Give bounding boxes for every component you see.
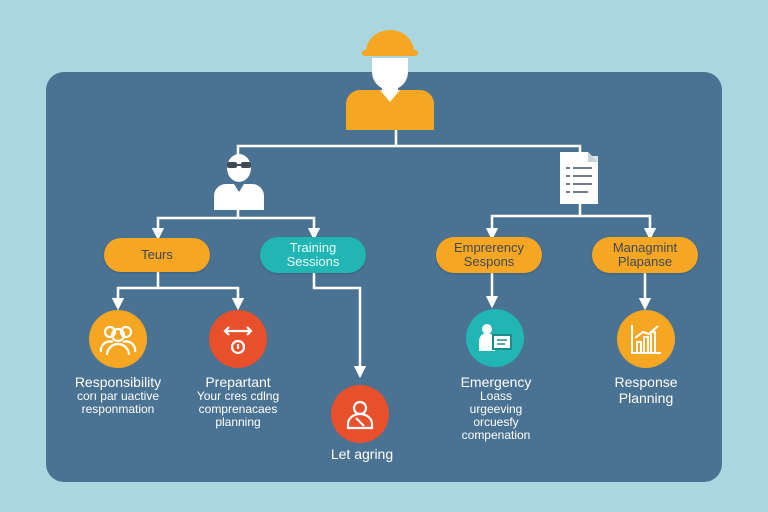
- caption-responsibility-title: Responsibility: [74, 374, 162, 390]
- caption-preparedness-line3: planning: [215, 415, 261, 429]
- caption-emergency: Emergency Loass urgeeving orcuesfy compe…: [436, 374, 556, 442]
- pill-emergency-line2: Sespons: [463, 254, 515, 269]
- teams-to-preparedness-connector: [158, 286, 245, 311]
- right-to-emergency-connector: [485, 204, 582, 241]
- caption-let-aging: Let agring: [312, 446, 412, 462]
- bar-chart-circle: [617, 310, 675, 368]
- pill-management-line2: Plapanse: [617, 254, 673, 269]
- document-icon: [560, 152, 598, 204]
- training-to-let-connector: [312, 272, 367, 379]
- caption-preparedness-line1: Your cres cdlng: [196, 389, 280, 403]
- tools-icon: [223, 326, 253, 355]
- right-to-management-connector: [580, 214, 657, 241]
- caption-preparedness-line2: comprenacaes: [198, 402, 278, 416]
- person-screen-circle: [466, 309, 524, 367]
- caption-responsibility-line1: corı par uactive: [76, 389, 160, 403]
- caption-emergency-line4: compenation: [461, 428, 531, 442]
- caption-emergency-line3: orcuesfy: [473, 415, 519, 429]
- caption-response-line1: Planning: [618, 390, 674, 406]
- caption-responsibility: Responsibility corı par uactive responma…: [58, 374, 178, 416]
- pill-teams: Teurs: [104, 238, 210, 272]
- tools-circle: [209, 310, 267, 368]
- pill-training-line1: Training: [289, 240, 337, 255]
- caption-emergency-line1: Loass: [479, 389, 513, 403]
- pill-training-line2: Sessions: [286, 254, 340, 269]
- caption-emergency-title: Emergency: [460, 374, 532, 390]
- teams-to-responsibility-connector: [111, 272, 160, 311]
- person-icon: [346, 400, 374, 430]
- caption-preparedness-title: Prepartant: [205, 374, 271, 390]
- caption-emergency-line2: urgeeving: [469, 402, 523, 416]
- group-circle: [89, 310, 147, 368]
- pill-emergency-line1: Emprerency: [453, 240, 525, 255]
- worker-hardhat-icon: [346, 30, 434, 130]
- left-to-teams-connector: [151, 208, 240, 241]
- caption-responsibility-line2: responmation: [81, 402, 155, 416]
- left-to-training-connector: [238, 216, 321, 241]
- caption-response: Response Planning: [586, 374, 706, 406]
- group-icon: [99, 325, 137, 356]
- root-to-right-connector: [396, 144, 582, 156]
- pill-management-line1: Managmint: [612, 240, 678, 255]
- pill-training-sessions: Training Sessions: [260, 237, 366, 273]
- pill-emergency-sessions: Emprerency Sespons: [436, 237, 542, 273]
- pill-teams-label: Teurs: [141, 247, 173, 262]
- caption-let-aging-title: Let agring: [330, 446, 394, 462]
- caption-preparedness: Prepartant Your cres cdlng comprenacaes …: [178, 374, 298, 429]
- person-glasses-icon: [214, 154, 264, 210]
- bar-chart-icon: [631, 325, 661, 354]
- caption-response-title: Response: [614, 374, 678, 390]
- root-to-left-connector: [236, 128, 398, 160]
- person-circle: [331, 385, 389, 443]
- person-screen-icon: [479, 324, 512, 351]
- pill-management-response: Managmint Plapanse: [592, 237, 698, 273]
